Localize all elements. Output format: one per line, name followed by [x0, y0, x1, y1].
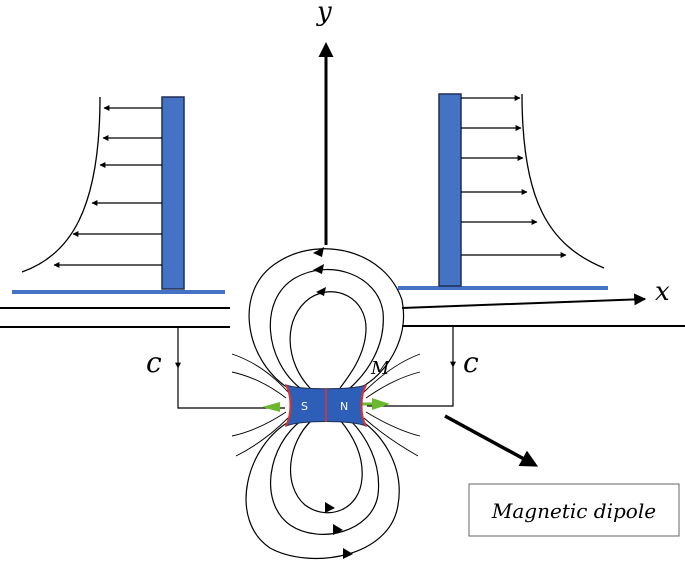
x-axis-label: x [655, 277, 670, 307]
side-field-line [363, 417, 419, 457]
side-field-line [231, 371, 287, 399]
magnet-right-edge [360, 384, 367, 427]
upper-field-loop [289, 291, 367, 389]
right-side-field-lines [363, 353, 421, 457]
right-c-label: c [463, 346, 479, 379]
field-arrowhead [316, 287, 326, 296]
side-field-line [235, 417, 289, 457]
y-axis-label: y [316, 0, 332, 27]
side-field-line [231, 411, 287, 437]
upper-field-loop [248, 248, 404, 389]
side-field-line [363, 353, 421, 393]
field-arrowhead [343, 548, 353, 559]
dipole-label: Magnetic dipole [491, 499, 656, 523]
magnet: S N [284, 384, 368, 428]
field-arrowhead [313, 247, 324, 257]
right-velocity-arrows [461, 95, 567, 258]
side-field-line [231, 353, 289, 393]
left-connector-wire [177, 368, 285, 409]
x-axis [401, 293, 647, 309]
upper-loop-arrowheads [313, 247, 326, 296]
right-stretching-wall [438, 93, 462, 287]
left-side-field-lines [231, 353, 289, 457]
side-field-line [365, 371, 421, 399]
north-pole-label: N [340, 400, 348, 413]
left-velocity-arrows [53, 105, 162, 268]
right-green-arrow [372, 398, 390, 410]
left-c-label: c [146, 346, 162, 379]
right-connector-wire [367, 367, 454, 407]
dipole-label-box [468, 483, 680, 537]
lower-field-loop [245, 419, 400, 559]
magnet-left-edge [285, 384, 292, 427]
field-arrowhead [325, 502, 335, 513]
field-arrowhead [313, 264, 324, 274]
magnetization-label: M [370, 358, 390, 379]
left-green-arrow [262, 402, 280, 412]
dipole-pointer-arrow [444, 414, 539, 467]
upper-field-loop [269, 269, 384, 389]
left-velocity-profile [21, 96, 101, 273]
green-force-arrows [262, 398, 390, 412]
upper-field-loops [248, 248, 404, 389]
right-velocity-profile [521, 93, 605, 269]
field-arrowhead [333, 524, 343, 535]
lower-loop-arrowheads [325, 502, 353, 559]
side-field-line [365, 411, 421, 437]
south-pole-label: S [301, 400, 308, 413]
lower-field-loops [245, 419, 400, 559]
lower-field-loop [289, 419, 363, 514]
left-stretching-wall [161, 96, 185, 290]
